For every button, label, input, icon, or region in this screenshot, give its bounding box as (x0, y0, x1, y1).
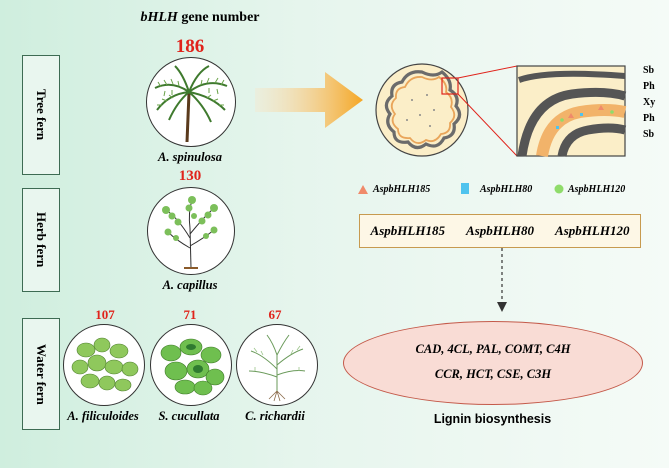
category-label: Tree fern (34, 89, 49, 141)
tissue-label: Ph (643, 113, 655, 124)
species-name: A. capillus (162, 278, 218, 292)
gene-label: AspbHLH185 (370, 223, 445, 238)
gene-label: AspbHLH80 (466, 223, 534, 238)
stem-cross-section (375, 63, 627, 158)
species-name: S. cucullata (158, 409, 220, 423)
species-illustration (150, 324, 232, 406)
legend-label: AspbHLH120 (568, 184, 626, 195)
category-tree-fern: Tree fern (22, 55, 60, 175)
category-water-fern: Water fern (22, 318, 60, 430)
legend-label: AspbHLH80 (480, 184, 533, 195)
species-illustration (146, 57, 236, 147)
gene-count: 71 (183, 307, 197, 322)
azolla-icon (71, 337, 139, 392)
tree-fern-icon (154, 65, 228, 143)
arrow-icon (255, 72, 363, 128)
tissue-label: Sb (643, 65, 655, 76)
tissue-label: Ph (643, 81, 655, 92)
header-title: bHLH gene number (120, 10, 280, 26)
gene-label: AspbHLH120 (555, 223, 630, 238)
salvinia-icon (160, 338, 225, 396)
circle-icon (554, 184, 564, 194)
gene-count: 130 (178, 168, 202, 184)
species-name: A. spinulosa (158, 150, 222, 164)
herb-fern-icon (162, 196, 218, 269)
tissue-label: Sb (643, 129, 655, 140)
ceratopteris-icon (248, 334, 306, 402)
gene-count: 67 (268, 307, 282, 322)
legend-label: AspbHLH185 (373, 184, 431, 195)
gene-suffix: gene number (177, 10, 260, 25)
lignin-genes-line: CAD, 4CL, PAL, COMT, C4H (415, 342, 571, 356)
gene-count: 107 (95, 307, 115, 322)
square-icon (461, 183, 469, 194)
category-label: Herb fern (34, 212, 49, 268)
species-illustration (236, 324, 318, 406)
species-illustration (147, 187, 235, 275)
triangle-icon (358, 185, 368, 194)
species-name: A. filiculoides (67, 409, 139, 423)
gene-count: 186 (175, 36, 205, 57)
category-label: Water fern (34, 343, 49, 405)
category-herb-fern: Herb fern (22, 188, 60, 292)
lignin-genes-line: CCR, HCT, CSE, C3H (434, 367, 552, 381)
gene-box: AspbHLH185 AspbHLH80 AspbHLH120 (359, 214, 641, 248)
tissue-label: Xy (643, 97, 656, 108)
species-name: C. richardii (245, 409, 305, 423)
species-illustration (63, 324, 145, 406)
pathway-title: Lignin biosynthesis (433, 412, 552, 426)
lignin-genes-ellipse: CAD, 4CL, PAL, COMT, C4H CCR, HCT, CSE, … (343, 321, 643, 405)
dashed-arrow-icon (497, 248, 507, 312)
gene-prefix: bHLH (140, 10, 178, 25)
